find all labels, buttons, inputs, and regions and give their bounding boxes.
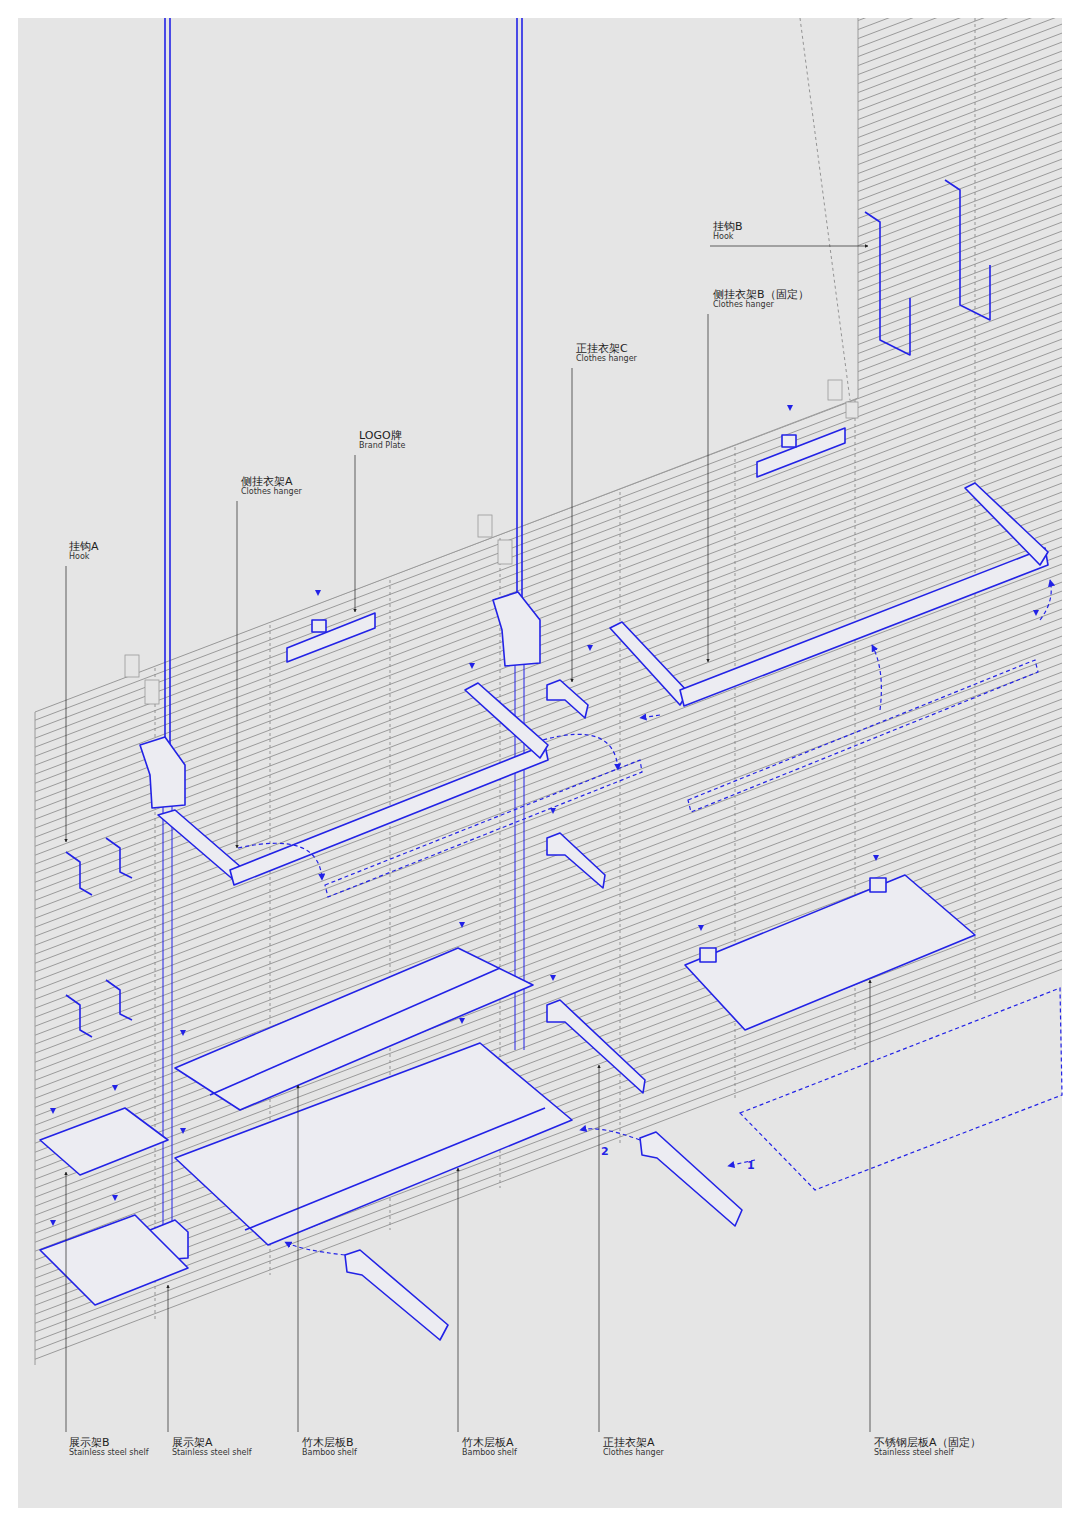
part-name: 展示架B xyxy=(68,1437,111,1449)
part-name-english: Bamboo shelf xyxy=(461,1449,518,1458)
part-name: 正挂衣架A xyxy=(602,1437,656,1449)
part-name: 挂钩A xyxy=(68,541,100,553)
part-name-english: Clothes hanger xyxy=(575,355,638,364)
part-name-english: Clothes hanger xyxy=(240,488,303,497)
part-name-english: Hook xyxy=(712,233,734,242)
callout-number: 1 xyxy=(746,1160,756,1172)
part-name: 挂钩B xyxy=(712,221,744,233)
part-name-english: Stainless steel shelf xyxy=(68,1449,150,1458)
part-name-english: Stainless steel shelf xyxy=(873,1449,955,1458)
part-name-english: Brand Plate xyxy=(358,442,406,451)
part-name: LOGO牌 xyxy=(358,430,403,442)
part-name-english: Hook xyxy=(68,553,90,562)
part-name: 竹木层板A xyxy=(461,1437,515,1449)
part-name: 侧挂衣架B（固定） xyxy=(712,289,810,301)
part-name-english: Clothes hanger xyxy=(712,301,775,310)
part-name: 展示架A xyxy=(171,1437,214,1449)
part-name: 不锈钢层板A（固定） xyxy=(873,1437,982,1449)
part-name-english: Bamboo shelf xyxy=(301,1449,358,1458)
part-name-english: Stainless steel shelf xyxy=(171,1449,253,1458)
part-name: 侧挂衣架A xyxy=(240,476,294,488)
callout-number: 2 xyxy=(600,1146,610,1158)
part-name-english: Clothes hanger xyxy=(602,1449,665,1458)
part-name: 正挂衣架C xyxy=(575,343,629,355)
part-name: 竹木层板B xyxy=(301,1437,355,1449)
